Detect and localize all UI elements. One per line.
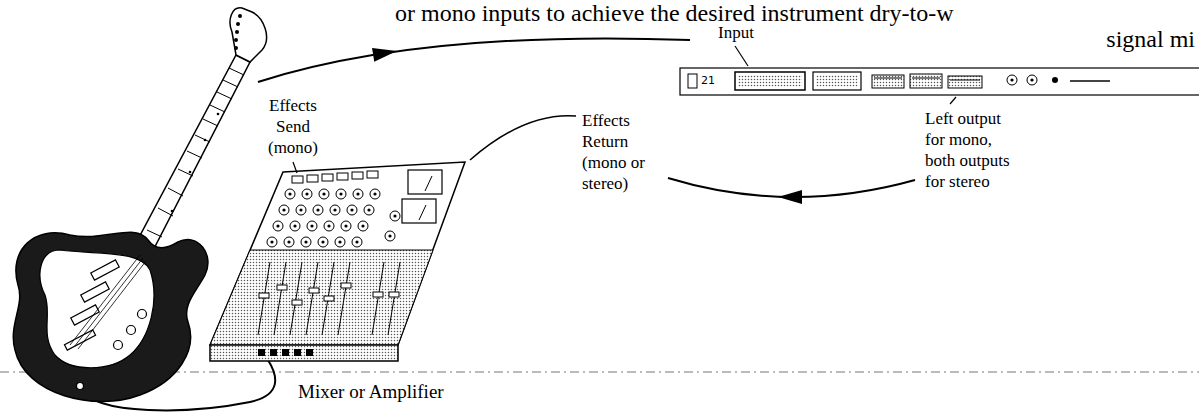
- arrow-head: [778, 190, 802, 204]
- intro-text: signal mi: [1106, 26, 1195, 52]
- leader-line: [950, 97, 956, 104]
- port-label: Effects Return (mono or stereo): [582, 110, 658, 194]
- device-label: Mixer or Amplifier: [298, 380, 444, 403]
- divider-line: [0, 372, 1199, 373]
- intro-text: or mono inputs to achieve the desired in…: [395, 0, 954, 26]
- send-arrow: [258, 38, 690, 82]
- port-label: Input: [718, 22, 754, 43]
- leader-line: [470, 116, 576, 160]
- effects-unit-illustration: [680, 68, 1199, 95]
- display-readout: 21: [701, 74, 715, 87]
- port-label: Left output for mono, both outputs for s…: [925, 108, 1021, 192]
- arrow-head: [372, 44, 398, 62]
- port-label: Effects Send (mono): [258, 95, 328, 158]
- mixer-illustration: [210, 162, 465, 361]
- leader-line: [293, 162, 297, 173]
- leader-line: [735, 46, 748, 66]
